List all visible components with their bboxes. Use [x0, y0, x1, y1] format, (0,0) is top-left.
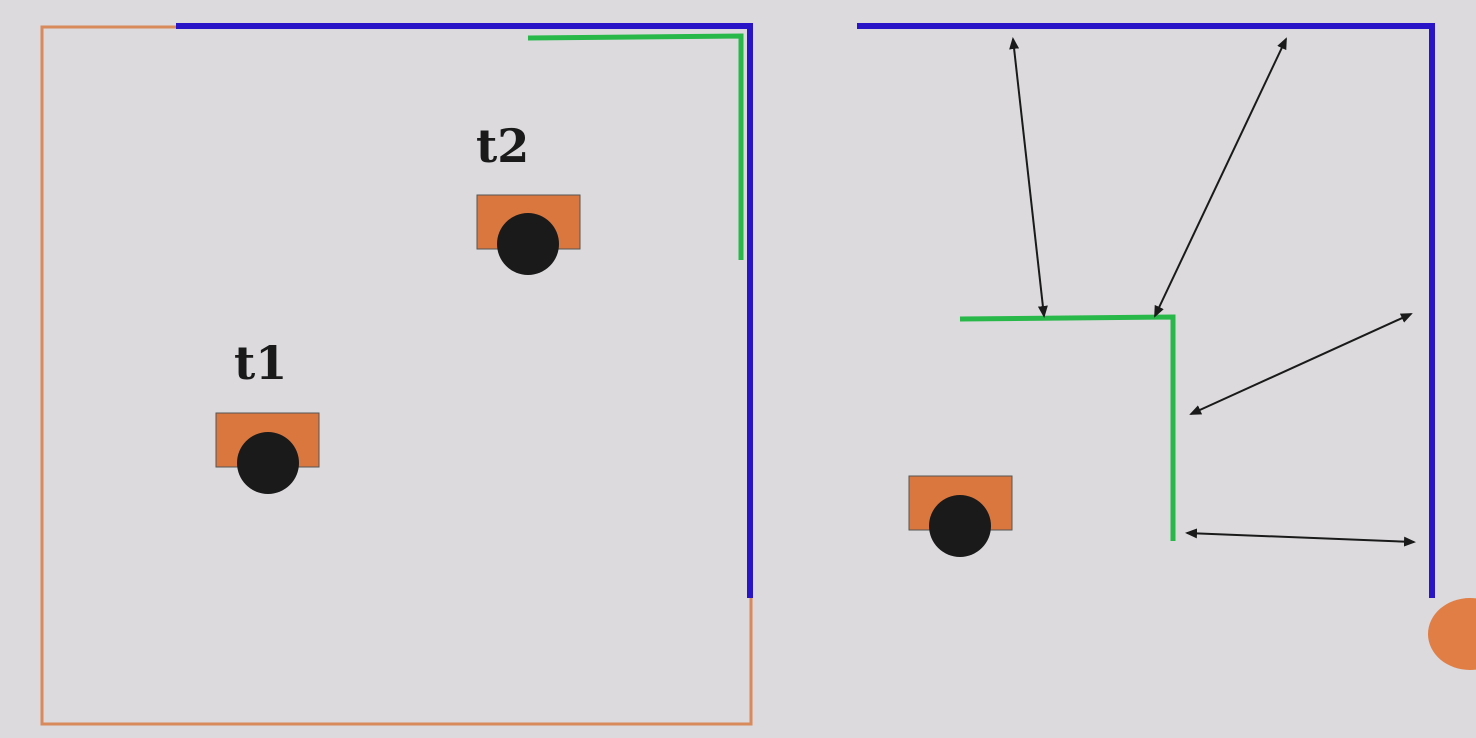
robot-wheel [929, 495, 991, 557]
robot-label-t2: t2 [476, 119, 529, 173]
distance-arrow [1189, 313, 1413, 415]
matched-wall-blue [857, 23, 1435, 598]
robot-label-t1: t1 [234, 336, 287, 390]
robot-t2: t2 [476, 119, 581, 275]
left-panel: t1 t2 [40, 23, 753, 726]
distance-arrow [1154, 37, 1287, 318]
right-panel [857, 23, 1476, 670]
distance-arrows [1009, 37, 1416, 547]
matched-wall-blue [176, 23, 753, 598]
robot-wheel [497, 213, 559, 275]
distance-arrow [1185, 528, 1416, 547]
robot-t1: t1 [215, 336, 320, 494]
robot [908, 475, 1013, 557]
robot-wheel [237, 432, 299, 494]
landmark-dot [1428, 598, 1476, 670]
new-wall-green [527, 33, 744, 260]
distance-arrow [1009, 37, 1048, 318]
old-boundary-outline [40, 25, 753, 726]
